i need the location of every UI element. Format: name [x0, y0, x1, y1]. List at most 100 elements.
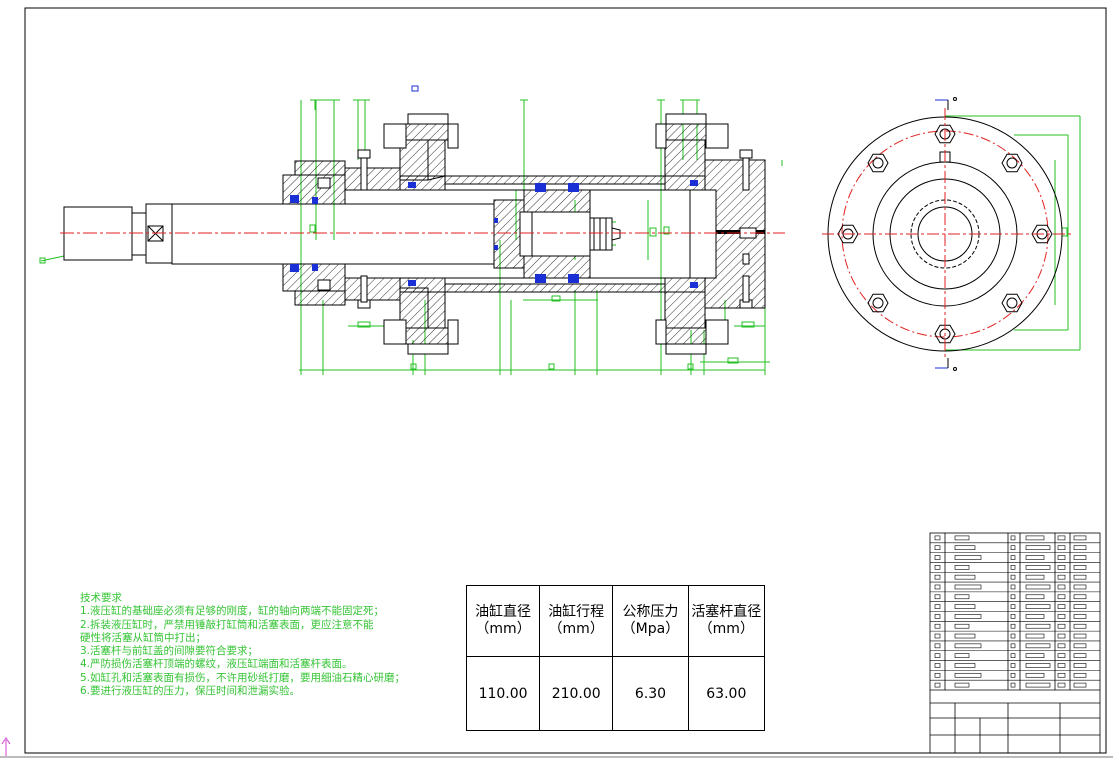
parts-list-cell-mark [1025, 663, 1051, 668]
parameter-table: 油缸直径（mm） 油缸行程（mm） 公称压力（Mpa） 活塞杆直径（mm） 11… [465, 585, 766, 731]
parts-list-cell-mark [1073, 574, 1087, 580]
piston-rod [171, 203, 495, 265]
parts-list-cell-mark [1010, 545, 1016, 551]
value-rod-diameter: 63.00 [687, 656, 766, 731]
parts-list-cell-mark [1025, 653, 1045, 658]
parts-list-cell-mark [1057, 623, 1066, 629]
value-cylinder-stroke: 210.00 [539, 656, 614, 731]
parts-list-cell-mark [934, 545, 941, 551]
parts-list-cell-mark [1010, 535, 1016, 541]
flange-bolts [383, 113, 729, 355]
parts-list-cell-mark [1057, 653, 1066, 658]
note-line-4: 3.活塞杆与前缸盖的间隙要符合要求； [80, 645, 259, 658]
parts-list-cell-mark [1010, 614, 1016, 619]
note-line-7: 6.要进行液压缸的压力，保压时间和泄漏实验。 [80, 685, 301, 698]
parts-list-cell-mark [954, 565, 970, 570]
parts-list-cell-mark [934, 574, 941, 580]
end-view [822, 97, 1081, 371]
parts-list-cell-mark [1025, 682, 1051, 688]
parts-list-cell-mark [1010, 633, 1016, 639]
parts-list-cell-mark [934, 594, 941, 600]
parts-list-cell-mark [1010, 672, 1016, 678]
parts-list-cell-mark [1073, 604, 1087, 609]
parts-list-cell-mark [954, 545, 976, 551]
parts-list-cell-mark [954, 574, 976, 580]
parts-list-cell-mark [954, 623, 970, 629]
front-flange [399, 139, 446, 329]
parts-list-cell-mark [1025, 604, 1051, 609]
parts-list-cell-mark [1073, 643, 1087, 649]
end-view-dimensions [945, 115, 1081, 351]
rod-end-head [63, 206, 133, 261]
parts-list-cell-mark [954, 653, 970, 658]
parts-list-cell-mark [1073, 672, 1087, 678]
parts-list-cell-mark [1073, 555, 1087, 560]
parts-list-cell-mark [1073, 623, 1087, 629]
parts-list-cell-mark [1057, 663, 1066, 668]
parts-list-cell-mark [934, 663, 941, 668]
parts-list-cell-mark [954, 672, 982, 678]
note-line-1: 1.液压缸的基础座必须有足够的刚度，缸的轴向两端不能固定死； [80, 605, 385, 618]
parts-list-cell-mark [1073, 584, 1087, 590]
parts-list-cell-mark [1073, 594, 1087, 600]
parts-list-cell-mark [1010, 623, 1016, 629]
parts-list-cell-mark [1057, 584, 1066, 590]
parts-list-cell-mark [1025, 535, 1045, 541]
parts-list-cell-mark [1057, 643, 1066, 649]
parts-list-cell-mark [1025, 633, 1045, 639]
parts-list-cell-mark [1057, 604, 1066, 609]
seals [290, 180, 698, 288]
note-line-6: 5.如缸孔和活塞表面有损伤，不许用砂纸打磨，要用细油石精心研磨； [80, 671, 406, 684]
rear-cap [689, 159, 766, 309]
parts-list-cell-mark [1073, 682, 1087, 688]
parts-list-cell-mark [1073, 633, 1087, 639]
cap-screws [357, 149, 753, 309]
parts-list-cell-mark [954, 535, 970, 541]
parts-list-cell-mark [1010, 555, 1016, 560]
piston [493, 189, 621, 279]
parts-list-cell-mark [1025, 643, 1051, 649]
parts-list-cell-mark [1073, 663, 1087, 668]
section-view [39, 85, 785, 375]
parts-list-cell-mark [1025, 594, 1045, 600]
parts-list-cell-mark [1057, 545, 1066, 551]
parts-list-cell-mark [1025, 555, 1045, 560]
parts-list-cell-mark [1010, 604, 1016, 609]
header-nominal-pressure: 公称压力（Mpa） [612, 585, 689, 657]
parts-list-cell-mark [934, 555, 941, 560]
parts-list-cell-mark [1057, 672, 1066, 678]
parts-list-cell-mark [1010, 574, 1016, 580]
parts-list-cell-mark [1010, 565, 1016, 570]
technical-requirements: 技术要求 1.液压缸的基础座必须有足够的刚度，缸的轴向两端不能固定死； 2.拆装… [80, 592, 480, 698]
parts-list-cell-mark [954, 643, 982, 649]
parts-list-cell-mark [1073, 565, 1087, 570]
parts-list-cell-mark [954, 584, 982, 590]
parts-list-cell-mark [1025, 574, 1045, 580]
parts-list-cell-mark [1025, 584, 1051, 590]
header-rod-diameter: 活塞杆直径（mm） [687, 585, 766, 657]
parts-list-cell-mark [934, 565, 941, 570]
parts-list-cell-mark [1057, 633, 1066, 639]
parts-list-rows [930, 535, 1100, 688]
note-line-2: 2.拆装液压缸时，严禁用锤敲打缸筒和活塞表面，更应注意不能 [80, 618, 374, 631]
parts-list-cell-mark [1025, 565, 1051, 570]
parts-list-cell-mark [1057, 594, 1066, 600]
parts-list-cell-mark [954, 682, 970, 688]
parts-list-cell-mark [934, 643, 941, 649]
parts-list-cell-mark [1010, 653, 1016, 658]
parts-list-cell-mark [1057, 565, 1066, 570]
value-nominal-pressure: 6.30 [612, 656, 689, 731]
parts-list-cell-mark [1025, 623, 1051, 629]
parts-list-cell-mark [934, 672, 941, 678]
parts-list-cell-mark [1010, 643, 1016, 649]
parts-list-cell-mark [934, 633, 941, 639]
parts-list-cell-mark [1073, 545, 1087, 551]
parts-list-cell-mark [1025, 545, 1051, 551]
parts-list-cell-mark [954, 633, 976, 639]
parts-list-cell-mark [934, 653, 941, 658]
parts-list-cell-mark [954, 594, 970, 600]
parts-list-cell-mark [954, 604, 976, 609]
parts-list-cell-mark [1057, 574, 1066, 580]
parts-list-cell-mark [1025, 672, 1045, 678]
